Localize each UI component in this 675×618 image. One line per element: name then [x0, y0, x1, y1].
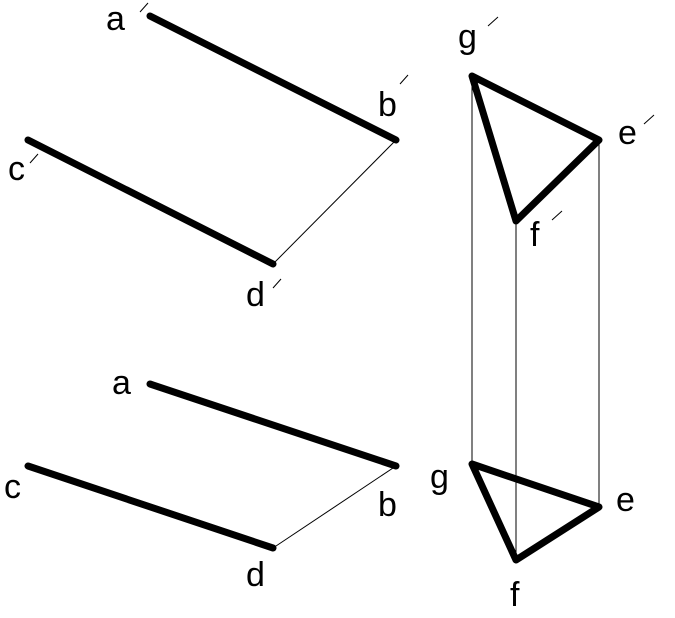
label-g-top: g	[458, 18, 477, 56]
segment-ab-bottom	[146, 380, 400, 470]
label-a-bottom: a	[112, 364, 131, 402]
prime-mark-e	[643, 114, 655, 125]
segment-cd-top	[24, 136, 277, 268]
prime-mark-b	[399, 74, 409, 85]
prime-mark-g	[487, 16, 499, 27]
label-d-bottom: d	[246, 556, 265, 594]
label-b-top: b	[378, 86, 397, 124]
prime-mark-c	[29, 153, 39, 164]
triangle-gef-bottom	[468, 460, 603, 564]
prime-mark-f	[551, 210, 563, 221]
segment-cd-bottom	[24, 462, 277, 552]
triangle-gef-top	[468, 72, 603, 225]
prime-mark-a	[139, 2, 149, 13]
segment-ab-top	[146, 12, 400, 144]
label-e-bottom: e	[616, 481, 635, 519]
label-e-top: e	[618, 114, 637, 152]
label-a-top: a	[106, 0, 125, 38]
label-d-top: d	[246, 276, 265, 314]
connector-bd-top	[272, 139, 397, 265]
label-g-bottom: g	[430, 458, 449, 496]
label-c-bottom: c	[4, 468, 21, 506]
label-b-bottom: b	[378, 486, 397, 524]
prime-mark-d	[272, 278, 282, 289]
label-f-top: f	[530, 216, 540, 254]
label-f-bottom: f	[510, 576, 520, 614]
label-c-top: c	[8, 150, 25, 188]
connector-bd-bottom	[272, 465, 397, 549]
